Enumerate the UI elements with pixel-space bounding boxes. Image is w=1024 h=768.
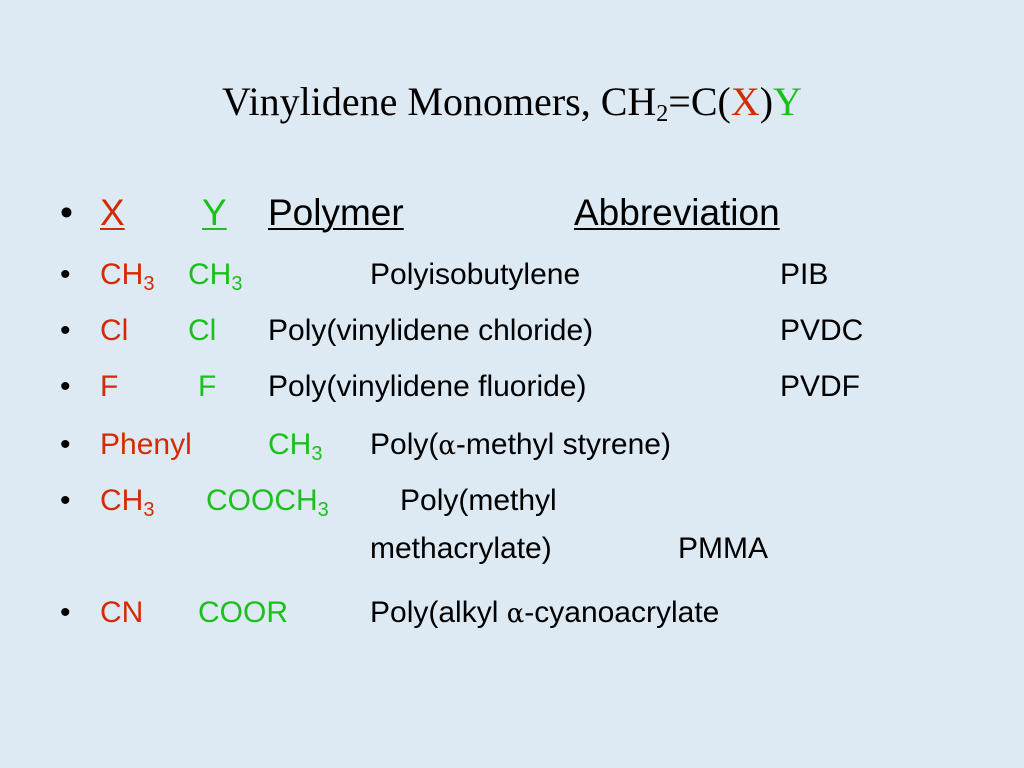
row-polymer-line2: methacrylate) xyxy=(370,532,552,565)
title-mid: =C( xyxy=(668,79,731,124)
table-row: • CN COOR Poly(alkyl α-cyanoacrylate xyxy=(0,596,1024,646)
header-row: • X Y Polymer Abbreviation xyxy=(0,192,1024,242)
row-y: COOR xyxy=(198,596,288,629)
row-x: F xyxy=(100,370,119,403)
table-row: • Phenyl CH3 Poly(α-methyl styrene) xyxy=(0,428,1024,478)
row-polymer: Poly(α-methyl styrene) xyxy=(370,428,671,461)
bullet: • xyxy=(60,370,71,403)
row-polymer: Poly(vinylidene chloride) xyxy=(268,314,594,347)
row-polymer: Poly(vinylidene fluoride) xyxy=(268,370,587,403)
alpha-symbol: α xyxy=(438,431,456,461)
row-x: Phenyl xyxy=(100,428,192,461)
table-row-continuation: methacrylate) PMMA xyxy=(0,532,1024,582)
row-x: CH3 xyxy=(100,484,155,521)
title-x: X xyxy=(730,79,760,124)
row-y: CH3 xyxy=(188,258,243,295)
row-abbreviation: PVDF xyxy=(780,370,861,403)
table-row: • CH3 CH3 Polyisobutylene PIB xyxy=(0,258,1024,308)
header-x: X xyxy=(100,192,125,233)
alpha-symbol: α xyxy=(506,599,525,629)
title-close: ) xyxy=(759,79,774,124)
header-polymer: Polymer xyxy=(268,192,404,233)
title-main: Vinylidene Monomers, CH xyxy=(222,79,657,124)
row-y: COOCH3 xyxy=(206,484,329,521)
bullet: • xyxy=(60,484,71,517)
title-y: Y xyxy=(773,79,802,124)
bullet: • xyxy=(60,314,71,347)
table-row: • F F Poly(vinylidene fluoride) PVDF xyxy=(0,370,1024,420)
row-polymer-line1: Poly(methyl xyxy=(400,484,557,517)
slide-title: Vinylidene Monomers, CH2=C(X)Y xyxy=(0,78,1024,127)
header-y: Y xyxy=(202,192,227,233)
row-y: F xyxy=(198,370,217,403)
bullet: • xyxy=(60,258,71,291)
row-polymer: Polyisobutylene xyxy=(370,258,581,291)
table-row: • Cl Cl Poly(vinylidene chloride) PVDC xyxy=(0,314,1024,364)
row-polymer: Poly(alkyl α-cyanoacrylate xyxy=(370,596,720,629)
row-y: Cl xyxy=(188,314,217,347)
row-x: CH3 xyxy=(100,258,155,295)
row-abbreviation: PMMA xyxy=(678,532,768,565)
title-subscript: 2 xyxy=(656,101,669,127)
row-x: CN xyxy=(100,596,144,629)
table-row: • CH3 COOCH3 Poly(methyl xyxy=(0,484,1024,534)
row-abbreviation: PIB xyxy=(780,258,829,291)
header-abbreviation: Abbreviation xyxy=(574,192,780,233)
bullet: • xyxy=(60,428,71,461)
bullet: • xyxy=(60,192,73,233)
row-x: Cl xyxy=(100,314,129,347)
bullet: • xyxy=(60,596,71,629)
row-abbreviation: PVDC xyxy=(780,314,864,347)
row-y: CH3 xyxy=(268,428,323,465)
